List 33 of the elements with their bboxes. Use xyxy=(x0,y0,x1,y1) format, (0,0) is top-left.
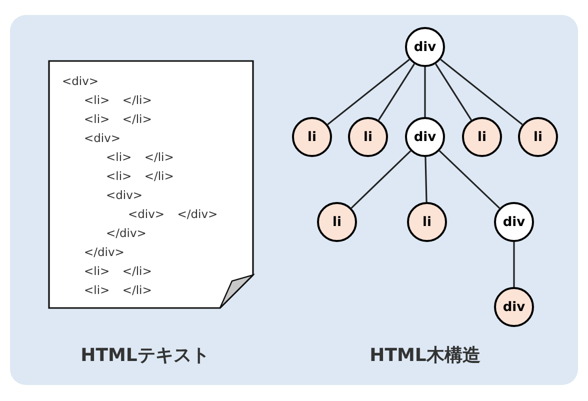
code-line: <div> xyxy=(106,190,143,202)
code-line: <div> </div> xyxy=(128,209,218,220)
node-label: li xyxy=(534,130,542,144)
node-label: div xyxy=(502,216,526,228)
tree-edge xyxy=(435,63,472,121)
node-label: li xyxy=(308,130,316,144)
caption: HTMLテキスト xyxy=(80,344,210,367)
code-line: <div> xyxy=(62,76,99,88)
tree-edge xyxy=(438,150,500,209)
node-label: div xyxy=(502,300,526,314)
code-line: <li> </li> xyxy=(84,95,152,106)
code-line: <li> </li> xyxy=(84,266,152,278)
node-label: div xyxy=(414,130,436,144)
code-line: <li> </li> xyxy=(84,285,152,296)
node-label: li xyxy=(332,216,342,228)
code-line: </div> xyxy=(106,228,146,240)
code-line: <li> </li> xyxy=(106,171,174,182)
tree-edge xyxy=(440,58,523,126)
code-line: <div> xyxy=(84,133,121,144)
tree-edge xyxy=(327,58,410,126)
node-label: div xyxy=(414,40,436,54)
caption: HTML木構造 xyxy=(370,344,480,367)
node-label: li xyxy=(422,216,432,228)
tree-edge xyxy=(513,242,515,287)
tree-edge xyxy=(424,156,428,202)
node-label: li xyxy=(364,130,372,144)
tree-edge xyxy=(378,63,415,121)
tree-edge xyxy=(350,150,412,209)
node-label: li xyxy=(478,130,486,144)
tree-edge xyxy=(424,67,426,117)
code-line: <li> </li> xyxy=(84,114,152,126)
code-line: </div> xyxy=(84,247,124,258)
code-line: <li> </li> xyxy=(106,152,174,164)
